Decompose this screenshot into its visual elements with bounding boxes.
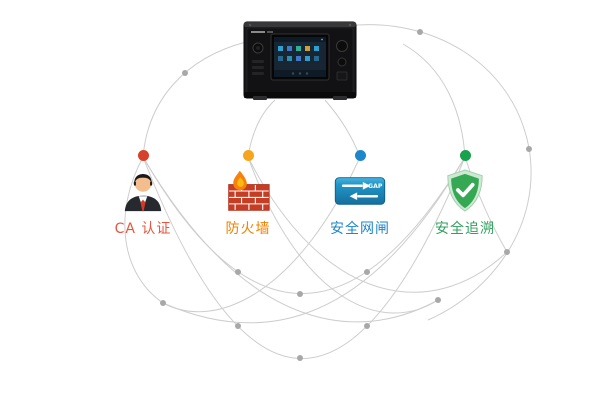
node-label-trace: 安全追溯 <box>435 221 495 237</box>
node-label-firewall: 防火墙 <box>225 221 271 237</box>
gap-device-icon: GAP <box>333 168 387 214</box>
node-label-gap: 安全网闸 <box>330 221 390 237</box>
node-dot-firewall <box>242 150 254 161</box>
node-security-gap: GAP 安全网闸 <box>300 150 420 238</box>
node-dot-gap <box>354 150 366 161</box>
security-appliance <box>243 20 357 100</box>
user-icon <box>120 168 166 214</box>
node-ca-auth: CA 认证 <box>83 150 203 238</box>
node-dot-ca <box>137 150 149 161</box>
shield-check-icon <box>444 168 486 214</box>
node-dot-trace <box>459 150 471 161</box>
mesh-node-dots <box>160 29 532 361</box>
node-security-trace: 安全追溯 <box>405 150 525 238</box>
node-firewall: 防火墙 <box>188 150 308 238</box>
gap-icon-text: GAP <box>368 183 383 190</box>
firewall-icon <box>225 168 271 214</box>
node-label-ca: CA 认证 <box>114 221 172 237</box>
security-appliance-image <box>243 21 357 100</box>
